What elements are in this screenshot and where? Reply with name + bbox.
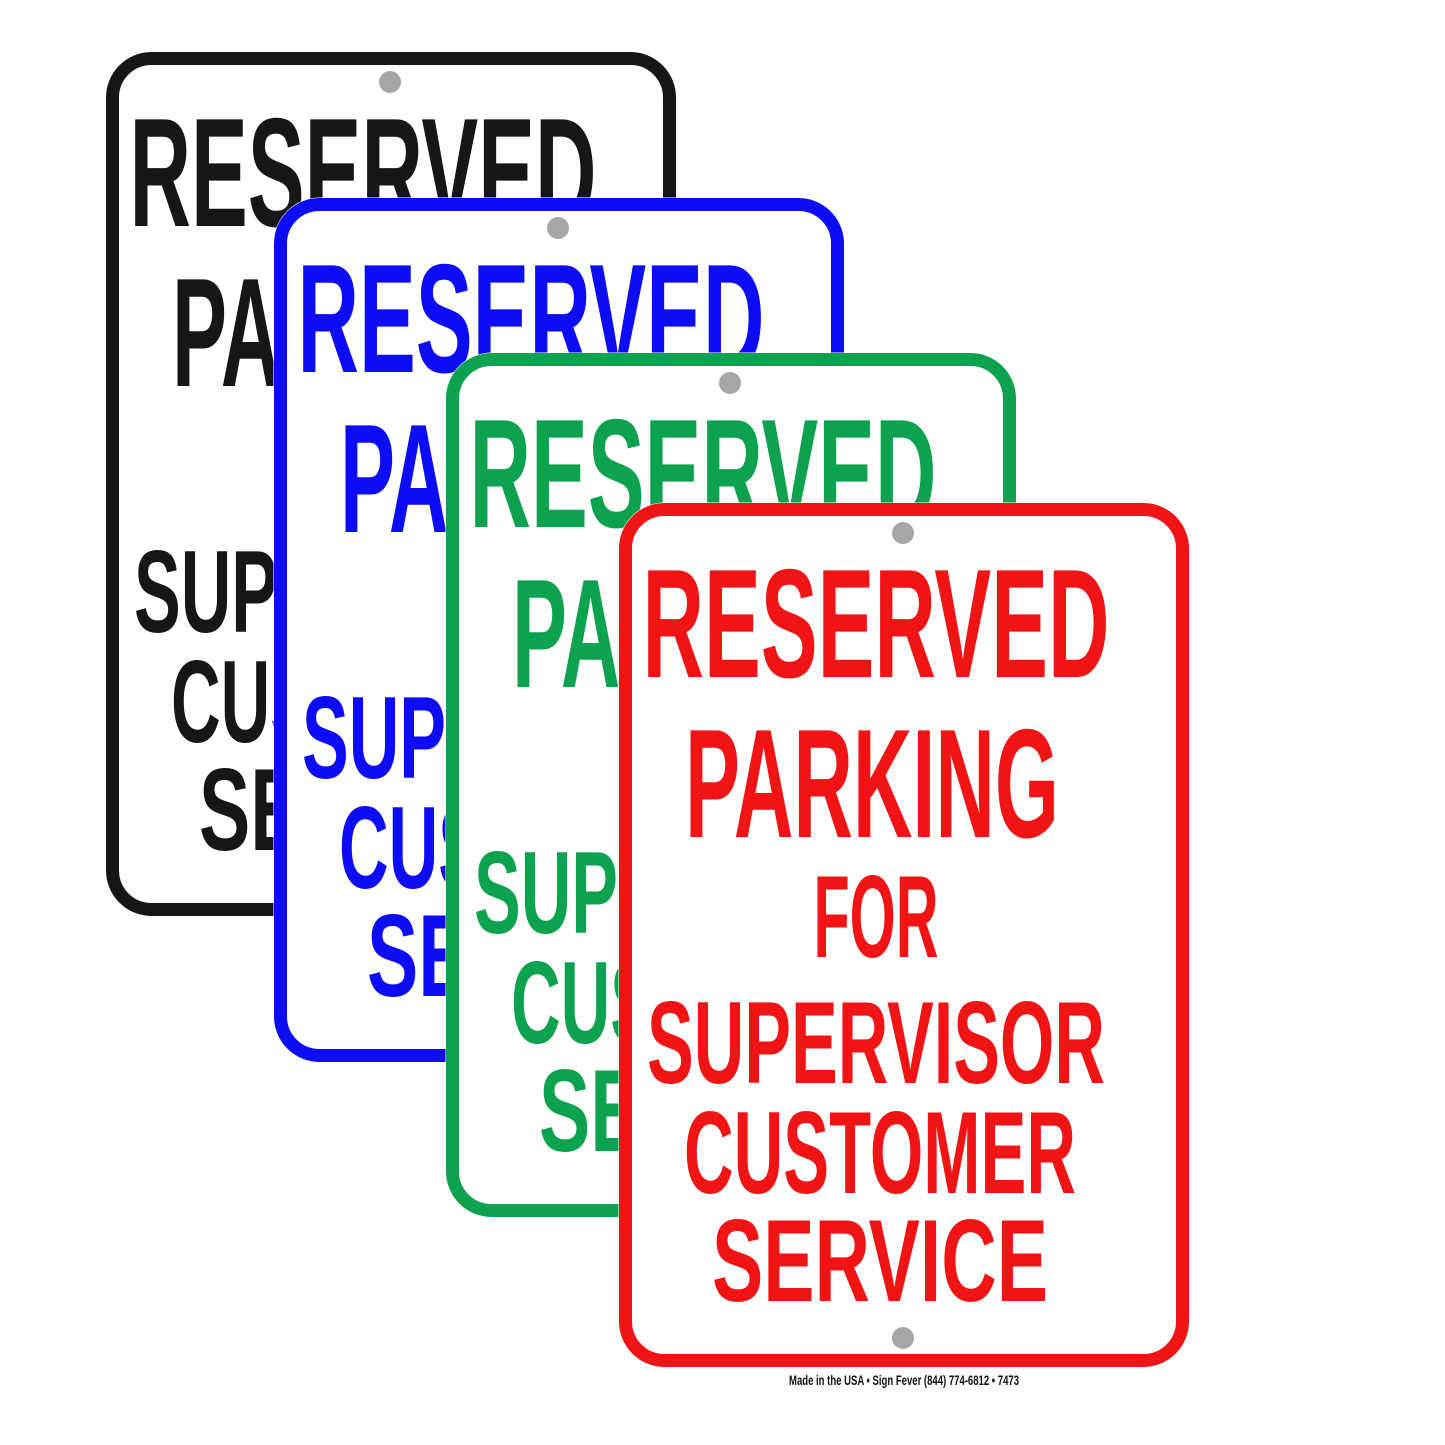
sign-text-parking: PARKING [685,697,1059,870]
sign-text-reserved: RESERVED [643,537,1110,710]
footer-caption: Made in the USA • Sign Fever (844) 774-6… [764,1370,1044,1392]
parking-sign-red: RESERVED PARKING FOR SUPERVISOR CUSTOMER… [618,502,1190,1368]
made-in-usa-text: Made in the USA • Sign Fever (844) 774-6… [789,1373,1019,1388]
mounting-hole-top [719,372,741,394]
sign-red: RESERVED PARKING FOR SUPERVISOR CUSTOMER… [618,502,1190,1368]
sign-text-for: FOR [814,851,939,982]
sign-text-supervisor: SUPERVISOR [647,977,1105,1108]
mounting-hole-bottom [892,1327,914,1349]
mounting-hole-top [547,217,569,239]
footer-caption-svg: Made in the USA • Sign Fever (844) 774-6… [789,1373,1019,1388]
mounting-hole-top [379,71,401,93]
mounting-hole-top [892,522,914,544]
sign-text-customer: CUSTOMER [684,1087,1076,1218]
sign-border [619,503,1189,1367]
sign-text-service: SERVICE [712,1195,1048,1326]
sign-text-block: RESERVED PARKING FOR SUPERVISOR CUSTOMER… [643,537,1110,1326]
